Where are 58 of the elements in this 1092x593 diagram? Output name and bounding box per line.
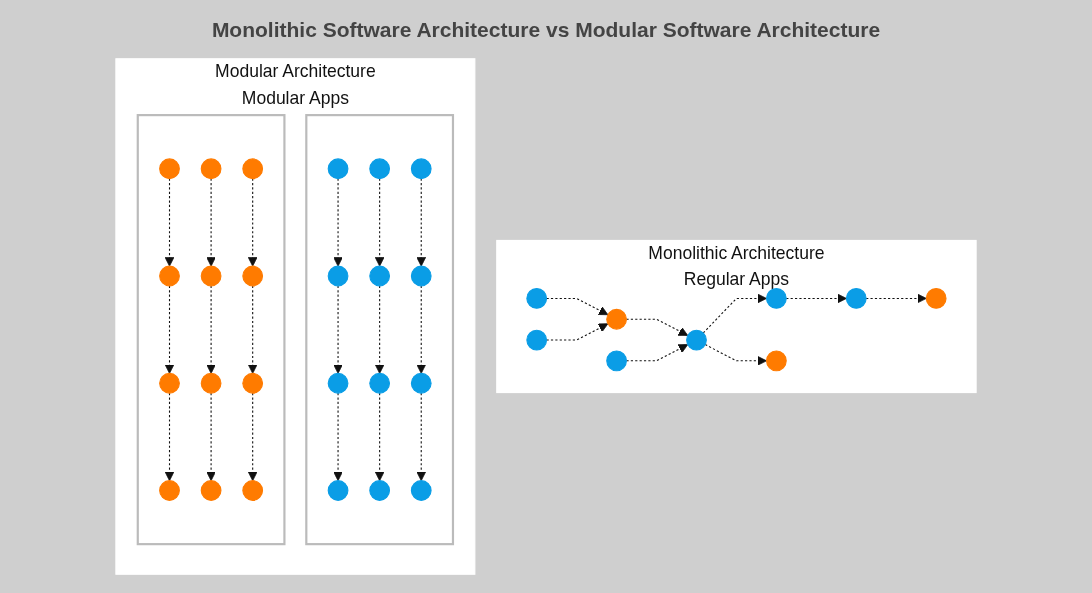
node-circle bbox=[410, 158, 432, 180]
arrow bbox=[374, 285, 385, 374]
arrow bbox=[702, 293, 767, 334]
arrow bbox=[416, 178, 427, 267]
node-circle bbox=[410, 265, 432, 287]
arrow bbox=[704, 344, 767, 366]
node-circle bbox=[200, 372, 222, 394]
arrow bbox=[333, 392, 343, 482]
node-circle bbox=[327, 372, 349, 394]
node-circle bbox=[159, 158, 180, 180]
node-circle bbox=[606, 350, 627, 372]
arrow bbox=[333, 285, 343, 374]
node-circle bbox=[200, 480, 222, 501]
node-circle bbox=[526, 329, 548, 351]
cluster: Monolithic Architecture Regular Apps bbox=[496, 239, 977, 394]
cluster: Modular Architecture Modular Apps bbox=[115, 58, 476, 575]
node-circle bbox=[845, 288, 867, 309]
arrow bbox=[164, 178, 175, 267]
node-circle bbox=[327, 265, 349, 287]
node-circle bbox=[327, 158, 349, 180]
node-circle bbox=[766, 288, 787, 309]
node-circle bbox=[369, 480, 391, 501]
arrow bbox=[206, 392, 216, 482]
node-circle bbox=[242, 158, 264, 180]
diagram-title: Monolithic Software Architecture vs Modular Software Architecture bbox=[211, 18, 881, 42]
node-circle bbox=[200, 265, 222, 287]
cluster bbox=[136, 114, 286, 546]
arrow bbox=[164, 285, 175, 374]
node-circle bbox=[159, 480, 180, 501]
arrow bbox=[374, 178, 385, 267]
node-circle bbox=[410, 480, 432, 501]
arrow bbox=[164, 392, 175, 482]
node-circle bbox=[369, 158, 391, 180]
arrow bbox=[206, 178, 216, 267]
node-circle bbox=[766, 350, 787, 372]
node-circle bbox=[526, 288, 548, 309]
node-circle bbox=[159, 265, 180, 287]
node-circle bbox=[242, 480, 264, 501]
node-circle bbox=[925, 288, 947, 309]
node-circle bbox=[606, 308, 627, 330]
node-circle bbox=[200, 158, 222, 180]
node-circle bbox=[369, 265, 391, 287]
arrow bbox=[416, 392, 427, 482]
node-circle bbox=[327, 480, 349, 501]
arrow bbox=[416, 285, 427, 374]
arrow bbox=[333, 178, 343, 267]
arrow bbox=[247, 178, 258, 267]
arrow bbox=[206, 285, 216, 374]
cluster bbox=[305, 114, 455, 546]
arrow bbox=[247, 285, 258, 374]
node-circle bbox=[242, 372, 264, 394]
arrow bbox=[247, 392, 258, 482]
node-circle bbox=[686, 329, 707, 351]
node-circle bbox=[369, 372, 391, 394]
node-circle bbox=[242, 265, 264, 287]
node-circle bbox=[159, 372, 180, 394]
node-circle bbox=[410, 372, 432, 394]
arrow bbox=[374, 392, 385, 482]
